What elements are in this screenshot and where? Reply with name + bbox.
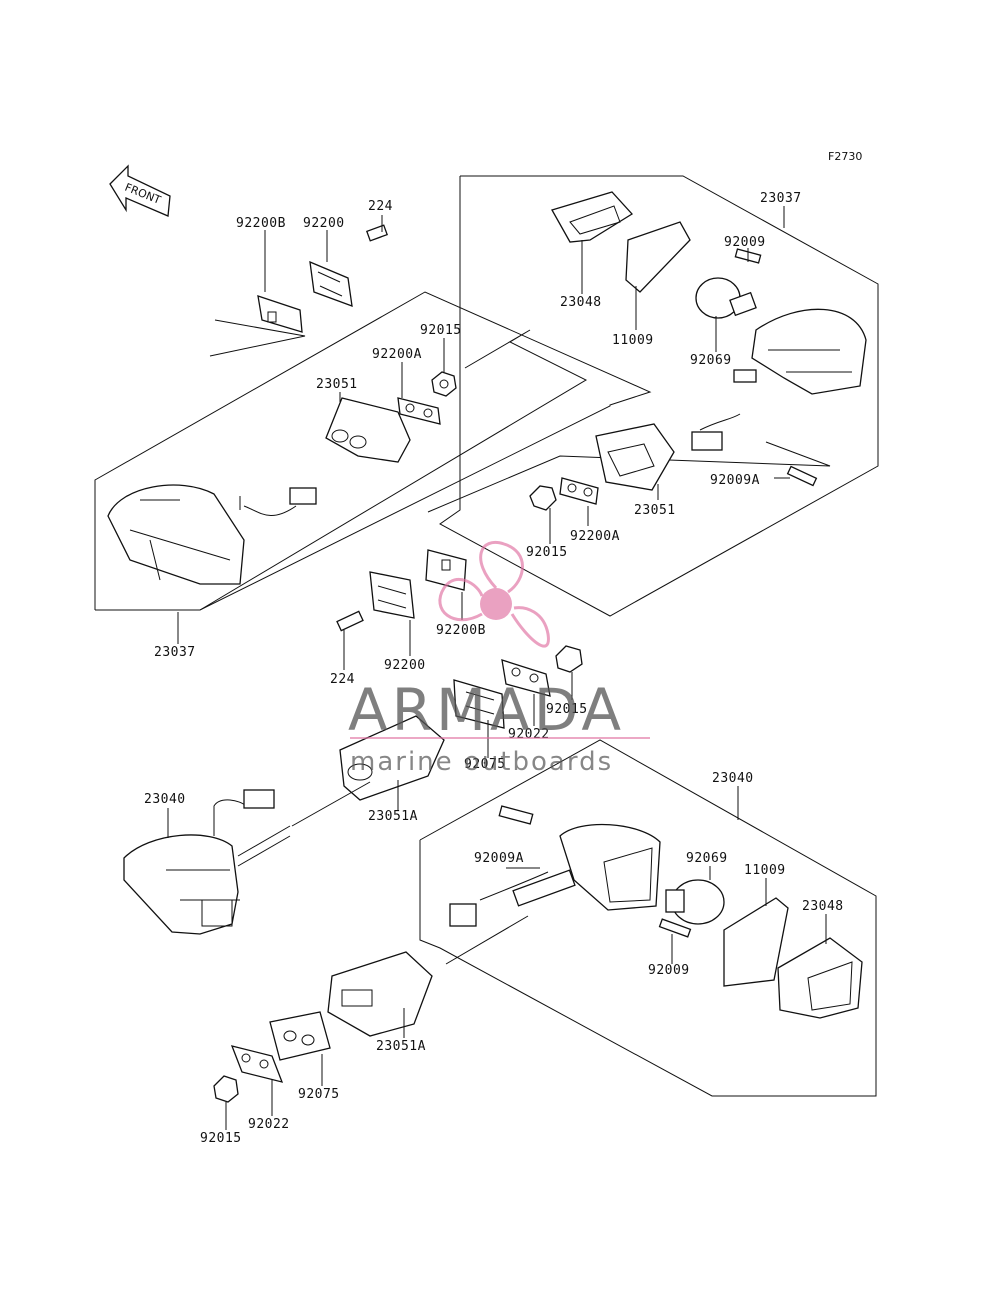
leader-lines — [167, 206, 827, 1130]
rubber-92075-lower — [269, 1011, 331, 1061]
screw-224-middle — [336, 610, 364, 632]
box-inner-lines-left — [199, 329, 588, 611]
part-label: 92009 — [648, 963, 690, 978]
part-label: 92015 — [526, 545, 568, 560]
part-label: 23040 — [144, 792, 186, 807]
turn-signal-23037-left — [107, 484, 317, 585]
bracket-92200b-upper — [257, 295, 303, 333]
part-label: 11009 — [744, 863, 786, 878]
part-label: 92015 — [420, 323, 462, 338]
part-label: 92009A — [474, 851, 524, 866]
part-label: 92200A — [570, 529, 620, 544]
figure-code: F2730 — [828, 150, 862, 163]
part-label: 92200 — [384, 658, 426, 673]
turn-signal-23037-right — [691, 308, 867, 451]
propeller-logo-icon — [438, 541, 550, 648]
bulb-92069-lower — [665, 879, 725, 925]
rubber-92075-middle — [453, 679, 505, 729]
box-outline-23040 — [419, 739, 877, 1097]
box-outline-23037-left — [94, 291, 652, 611]
box-inner-lines-right — [427, 441, 831, 513]
part-label: 92200A — [372, 347, 422, 362]
part-label: 23051 — [634, 503, 676, 518]
lens-23048-lower — [777, 937, 863, 1019]
part-label: 23051A — [368, 809, 418, 824]
gasket-11009-lower — [723, 897, 789, 987]
bracket-frame-upper-left — [209, 319, 306, 357]
part-label: 23048 — [802, 899, 844, 914]
part-label: 224 — [330, 672, 355, 687]
part-label: 92200B — [236, 216, 286, 231]
plate-92022-lower — [230, 1045, 284, 1083]
rubber-23051a-lower — [327, 951, 433, 1037]
screw-92009-lower — [658, 918, 692, 938]
nut-92015-upper — [431, 371, 457, 397]
front-arrow-icon: FRONT — [109, 164, 171, 217]
part-label: 92075 — [464, 757, 506, 772]
part-label: 23048 — [560, 295, 602, 310]
part-label: 224 — [368, 199, 393, 214]
watermark: ARMADA marine outboards — [348, 541, 650, 777]
axis-line-left — [291, 781, 371, 827]
part-label: 23037 — [760, 191, 802, 206]
screw-224-upper — [365, 224, 389, 242]
turn-signal-23040-left — [123, 789, 291, 935]
watermark-brand: ARMADA — [348, 676, 625, 744]
bracket-92200-upper — [309, 260, 353, 307]
bulb-92069-upper — [695, 277, 757, 319]
nut-92015-middle — [555, 645, 583, 673]
screw-92009a-upper — [786, 465, 818, 487]
part-label: 23037 — [154, 645, 196, 660]
rubber-23051-upper — [325, 397, 411, 463]
part-label: 92009 — [724, 235, 766, 250]
part-label: 92015 — [546, 702, 588, 717]
part-label: 92200B — [436, 623, 486, 638]
part-label: 92015 — [200, 1131, 242, 1146]
axis-line-lower — [445, 915, 529, 965]
lens-23048-upper — [551, 191, 634, 243]
bracket-92200-middle — [369, 571, 415, 619]
gasket-11009-upper — [625, 221, 691, 293]
part-label: 92022 — [248, 1117, 290, 1132]
part-label: 92200 — [303, 216, 345, 231]
part-label: 23040 — [712, 771, 754, 786]
plate-92200a-upper-right — [559, 477, 599, 505]
part-label: 92009A — [710, 473, 760, 488]
part-label: 92069 — [686, 851, 728, 866]
turn-signal-23040-right — [449, 823, 661, 927]
rubber-23051-upper-right — [595, 423, 675, 491]
nut-92015-upper-right — [529, 485, 557, 511]
part-label: 92075 — [298, 1087, 340, 1102]
plate-92022-middle — [501, 659, 551, 697]
plate-92200a-upper — [397, 397, 441, 425]
watermark-tagline: marine outboards — [350, 747, 613, 777]
part-label: 11009 — [612, 333, 654, 348]
box-outline-23037-right — [439, 175, 879, 617]
nut-92015-lower — [213, 1075, 239, 1103]
part-label: 23051 — [316, 377, 358, 392]
screw-92009a-lower — [498, 805, 534, 825]
part-label: 23051A — [376, 1039, 426, 1054]
part-label: 92069 — [690, 353, 732, 368]
